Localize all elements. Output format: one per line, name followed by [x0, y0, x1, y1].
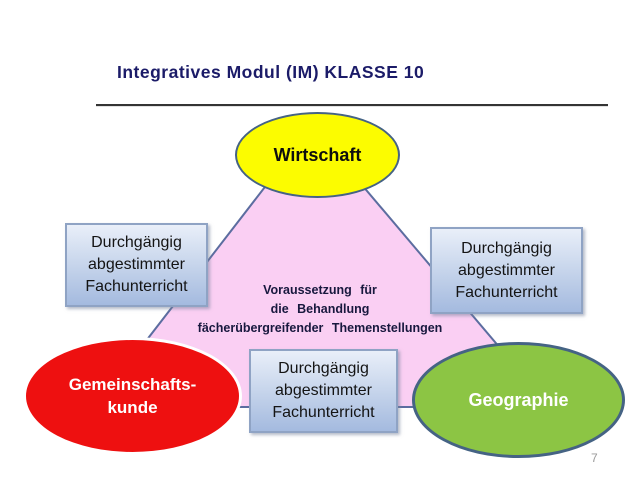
caption-line-2: die Behandlung — [270, 302, 370, 316]
link-box-bottom-line-1: Durchgängig — [278, 360, 369, 377]
link-box-left-line-1: Durchgängig — [91, 234, 182, 251]
link-box-bottom-line-2: abgestimmter — [275, 382, 372, 399]
caption-line-1: Voraussetzung für — [263, 283, 377, 297]
link-box-left-line-3: Fachunterricht — [85, 278, 188, 295]
page-number: 7 — [591, 451, 598, 465]
subject-ellipse-geographie: Geographie — [412, 342, 625, 458]
caption-line-3: fächerübergreifender Themenstellungen — [197, 321, 443, 335]
title-underline — [96, 104, 608, 107]
link-box-right: Durchgängig abgestimmter Fachunterricht — [430, 227, 583, 314]
subject-ellipse-wirtschaft: Wirtschaft — [235, 112, 400, 198]
link-box-left: Durchgängig abgestimmter Fachunterricht — [65, 223, 208, 307]
link-box-left-line-2: abgestimmter — [88, 256, 185, 273]
subject-ellipse-gemeinschaftskunde: Gemeinschafts- kunde — [23, 337, 242, 455]
link-box-right-line-2: abgestimmter — [458, 261, 555, 279]
page-title: Integratives Modul (IM) KLASSE 10 — [117, 62, 425, 82]
link-box-right-line-3: Fachunterricht — [455, 283, 558, 301]
link-box-right-line-1: Durchgängig — [461, 239, 552, 257]
gemeinschaftskunde-label-line-1: Gemeinschafts- — [68, 375, 197, 394]
geographie-label: Geographie — [468, 389, 569, 410]
link-box-bottom-line-3: Fachunterricht — [272, 404, 375, 421]
wirtschaft-label: Wirtschaft — [273, 144, 362, 165]
link-box-bottom: Durchgängig abgestimmter Fachunterricht — [249, 349, 398, 433]
gemeinschaftskunde-label-line-2: kunde — [107, 398, 158, 417]
triangle-caption: Voraussetzung für die Behandlung fächerü… — [0, 281, 640, 338]
